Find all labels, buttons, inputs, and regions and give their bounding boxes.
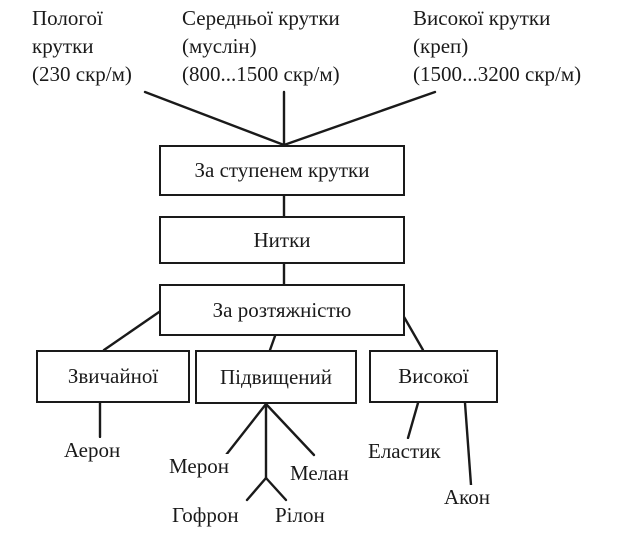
leaf-rilon: Рілон: [273, 503, 327, 528]
category-medium-twist: Середньої крутки (муслін) (800...1500 ск…: [182, 4, 340, 88]
leaf-elastyk: Еластик: [366, 439, 443, 464]
connector-low-twist: [143, 90, 286, 147]
leaf-melan: Мелан: [288, 461, 351, 486]
category-low-twist: Пологої крутки (230 скр/м): [32, 4, 132, 88]
category-medium-twist-line-1: Середньої крутки: [182, 6, 340, 30]
category-high-twist-line-1: Високої крутки: [413, 6, 551, 30]
box-increased: Підвищений: [195, 350, 357, 404]
category-high-twist-line-3: (1500...3200 скр/м): [413, 62, 582, 86]
connector-high-twist: [282, 90, 437, 147]
category-low-twist-line-2: крутки: [32, 34, 94, 58]
category-medium-twist-line-3: (800...1500 скр/м): [182, 62, 340, 86]
box-high: Високої: [369, 350, 498, 403]
connector-increased-meron: [224, 402, 268, 457]
leaf-meron: Мерон: [167, 454, 231, 479]
connector-increased-melan: [264, 402, 316, 457]
connector-stretch-increased: [268, 334, 277, 352]
category-low-twist-line-3: (230 скр/м): [32, 62, 132, 86]
connector-high-akon: [463, 401, 473, 487]
box-by-twist: За ступенем крутки: [159, 145, 405, 196]
connector-high-elastyk: [406, 401, 420, 440]
box-by-stretch: За розтяжністю: [159, 284, 405, 336]
leaf-akon: Акон: [442, 485, 493, 510]
leaf-aeron: Аерон: [62, 438, 123, 463]
box-threads: Нитки: [159, 216, 405, 264]
connector-stem-rilon: [264, 476, 288, 502]
leaf-gofron: Гофрон: [170, 503, 241, 528]
connector-stretch-ordinary: [102, 308, 164, 352]
connector-stem-gofron: [245, 476, 268, 502]
category-high-twist: Високої крутки (креп) (1500...3200 скр/м…: [413, 4, 581, 88]
category-high-twist-line-2: (креп): [413, 34, 469, 58]
category-medium-twist-line-2: (муслін): [182, 34, 257, 58]
box-ordinary: Звичайної: [36, 350, 190, 403]
category-low-twist-line-1: Пологої: [32, 6, 103, 30]
